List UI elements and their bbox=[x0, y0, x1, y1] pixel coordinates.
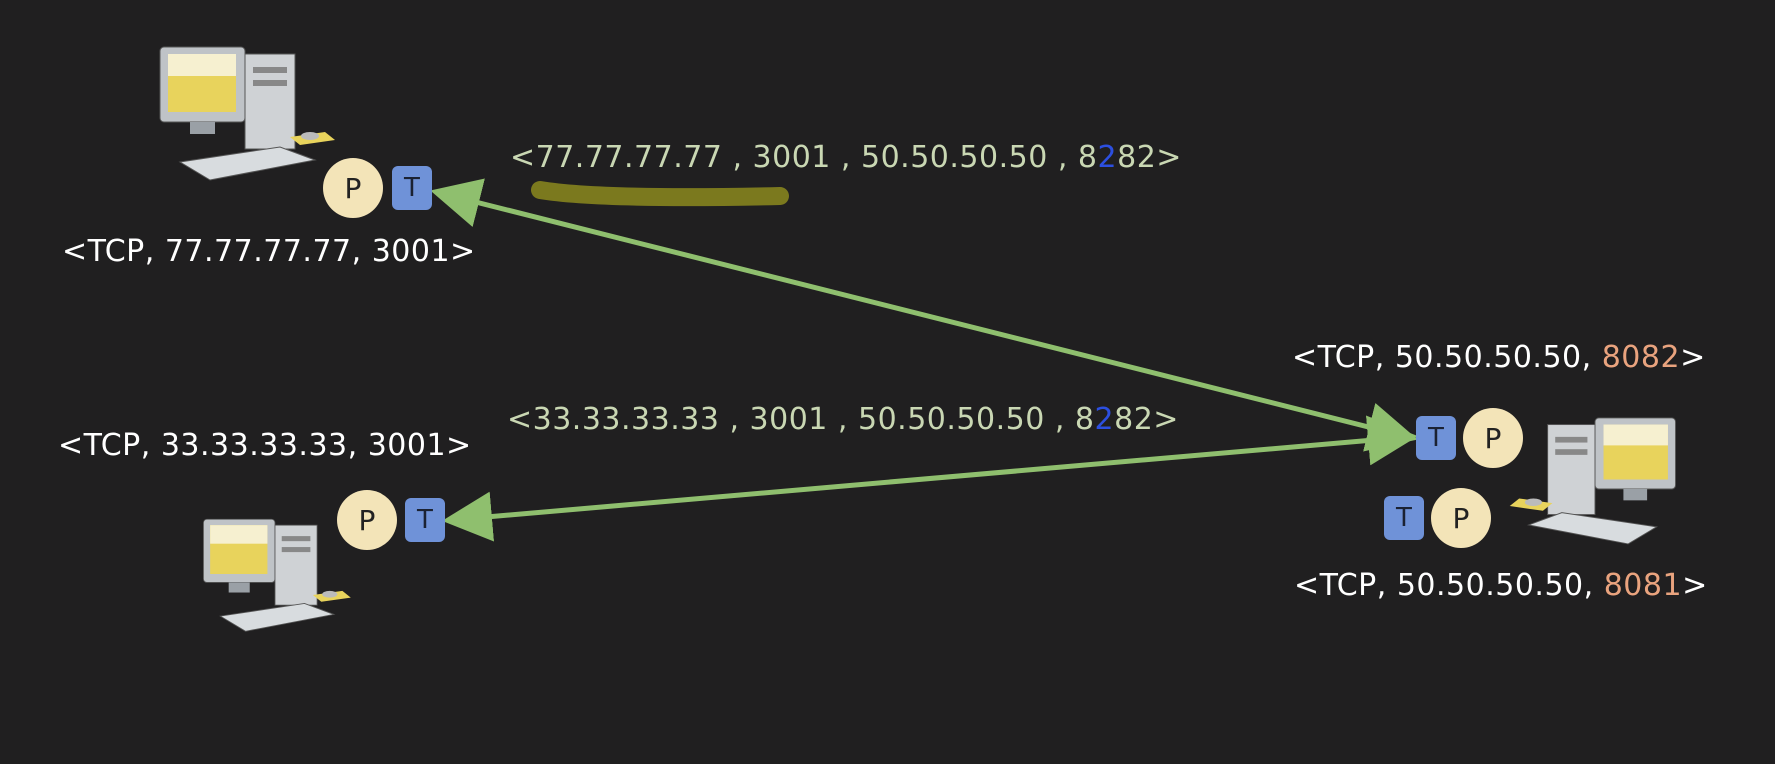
arrow-top bbox=[430, 178, 1418, 452]
socket-right-bottom-prefix: <TCP, 50.50.50.50, bbox=[1294, 568, 1604, 603]
transport-badge-right-upper: T bbox=[1416, 416, 1456, 460]
process-badge-top-left: P bbox=[323, 158, 383, 218]
socket-label-top-left: <TCP, 77.77.77.77, 3001> bbox=[62, 234, 476, 269]
socket-label-right-bottom: <TCP, 50.50.50.50, 8081> bbox=[1294, 568, 1708, 603]
tuple-bottom-text-end: 82> bbox=[1114, 402, 1179, 437]
connection-tuple-top: <77.77.77.77 , 3001 , 50.50.50.50 , 8282… bbox=[510, 140, 1182, 175]
tuple-top-text: <77.77.77.77 , 3001 , 50.50.50.50 , 8 bbox=[510, 140, 1098, 175]
tuple-bottom-mark: 2 bbox=[1094, 402, 1115, 437]
computer-right-icon bbox=[1509, 417, 1676, 545]
tuple-top-mark: 2 bbox=[1097, 140, 1118, 175]
socket-right-top-prefix: <TCP, 50.50.50.50, bbox=[1292, 340, 1602, 375]
process-badge-right-upper: P bbox=[1463, 408, 1523, 468]
socket-right-top-suffix: > bbox=[1680, 340, 1706, 375]
arrow-bottom bbox=[442, 415, 1418, 542]
tuple-bottom-text: <33.33.33.33 , 3001 , 50.50.50.50 , 8 bbox=[507, 402, 1095, 437]
transport-badge-bottom-left: T bbox=[405, 498, 445, 542]
connection-tuple-bottom: <33.33.33.33 , 3001 , 50.50.50.50 , 8282… bbox=[507, 402, 1179, 437]
transport-badge-right-lower: T bbox=[1384, 496, 1424, 540]
socket-label-right-top: <TCP, 50.50.50.50, 8082> bbox=[1292, 340, 1706, 375]
tuple-top-text-end: 82> bbox=[1117, 140, 1182, 175]
socket-right-bottom-port: 8081 bbox=[1603, 568, 1683, 603]
highlight-stroke bbox=[531, 181, 789, 207]
socket-right-top-port: 8082 bbox=[1601, 340, 1681, 375]
socket-label-bottom-left: <TCP, 33.33.33.33, 3001> bbox=[58, 428, 472, 463]
transport-badge-top-left: T bbox=[392, 166, 432, 210]
computer-bottom-left-icon bbox=[203, 518, 351, 632]
socket-right-bottom-suffix: > bbox=[1682, 568, 1708, 603]
process-badge-bottom-left: P bbox=[337, 490, 397, 550]
computer-top-left-icon bbox=[159, 46, 335, 181]
process-badge-right-lower: P bbox=[1431, 488, 1491, 548]
